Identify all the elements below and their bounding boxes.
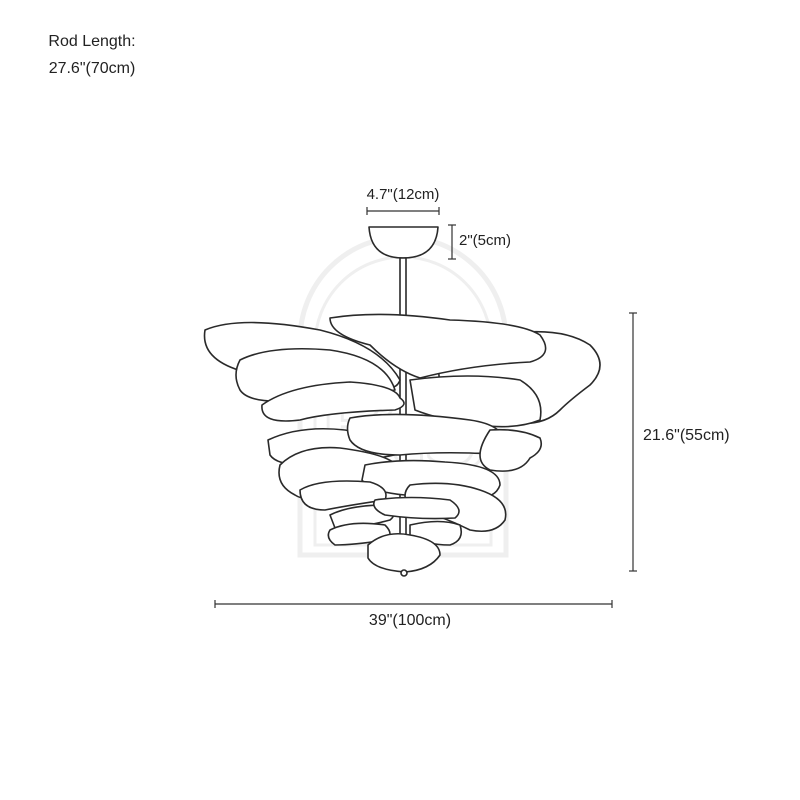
canopy-width-label: 4.7"(12cm) xyxy=(366,186,440,203)
rod xyxy=(399,257,407,569)
petal xyxy=(479,428,543,472)
canopy xyxy=(368,226,439,259)
petal xyxy=(261,381,405,422)
fixture-width-label: 39"(100cm) xyxy=(368,612,452,629)
fixture-height-label: 21.6"(55cm) xyxy=(643,427,730,444)
canopy-height-label: 2"(5cm) xyxy=(459,232,511,249)
petal xyxy=(329,313,547,379)
petal xyxy=(372,496,460,520)
rod-length-label: Rod Length: xyxy=(48,33,136,50)
petal xyxy=(346,413,506,456)
dimension-lines xyxy=(214,207,637,608)
petal xyxy=(367,532,441,573)
chandelier xyxy=(203,226,601,577)
finial xyxy=(400,569,408,577)
rod-length-value: 27.6"(70cm) xyxy=(48,60,136,77)
